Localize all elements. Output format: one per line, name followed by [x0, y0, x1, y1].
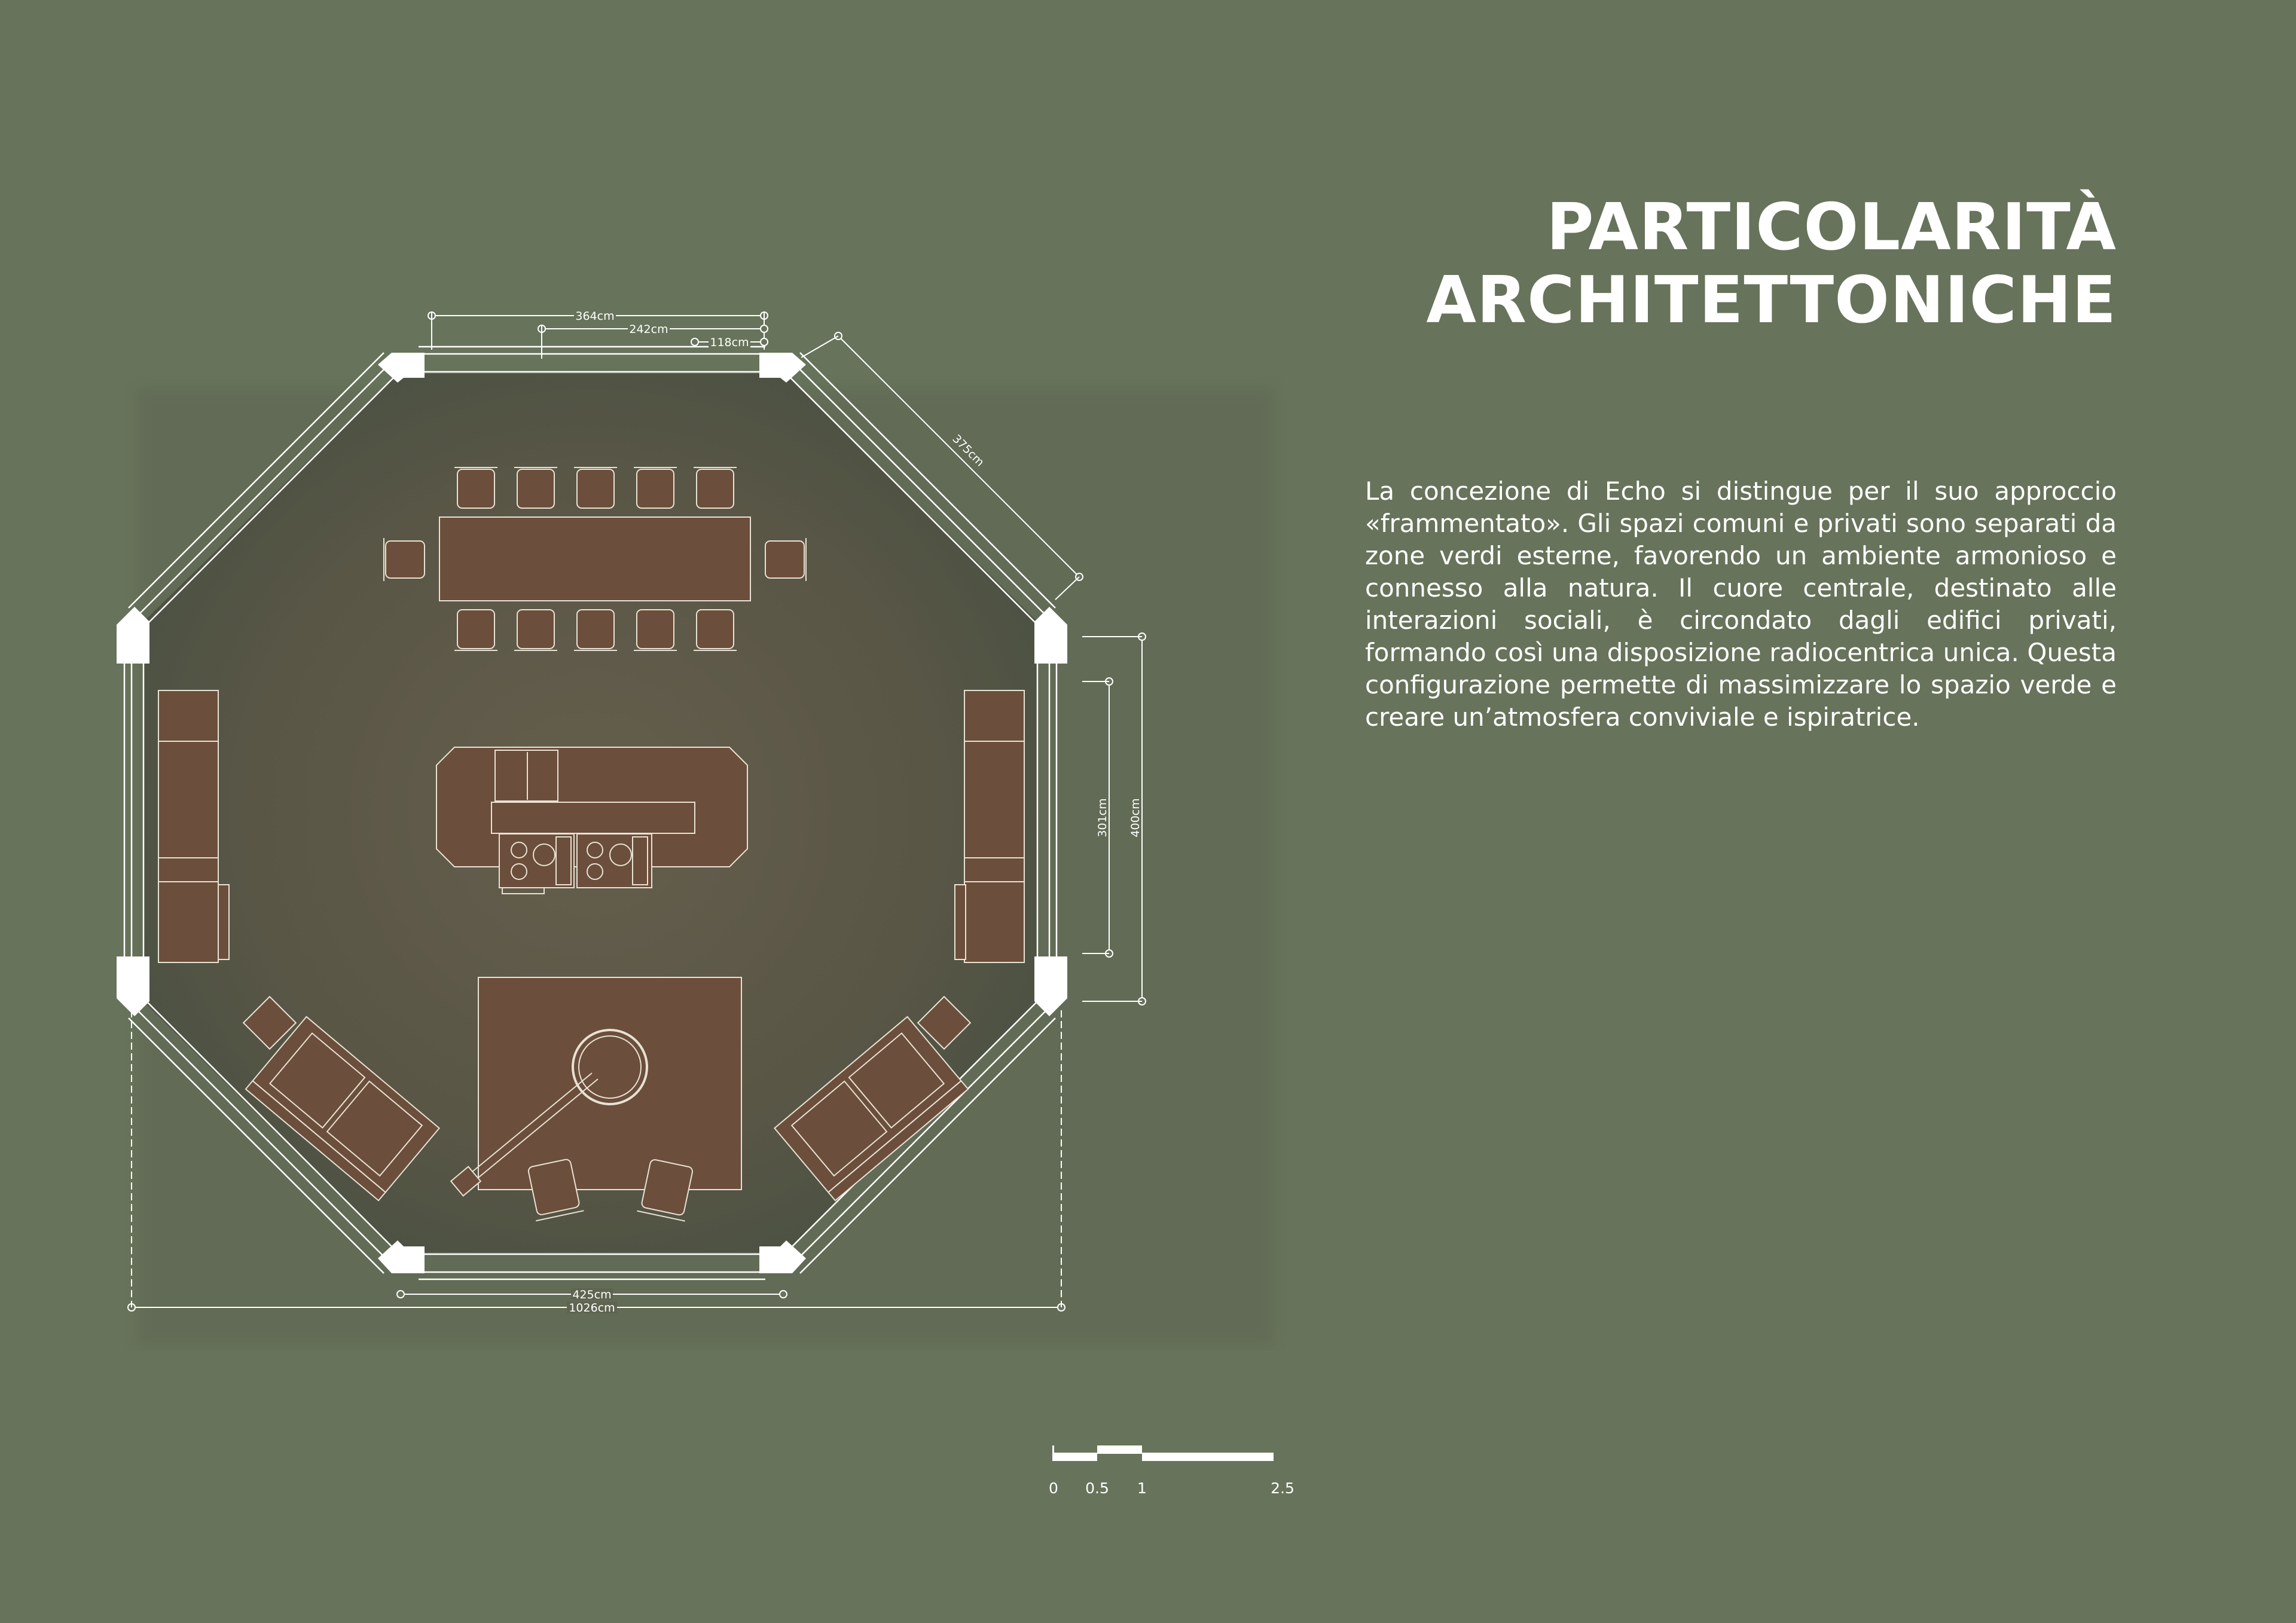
corner-columns — [117, 353, 1067, 1273]
page-title: PARTICOLARITÀ ARCHITETTONICHE — [1280, 191, 2117, 337]
sofa-left — [158, 690, 230, 963]
walls — [123, 346, 1058, 1280]
sofa-right — [954, 690, 1025, 963]
dim-right-outer: 400cm — [1129, 798, 1142, 837]
dining-chairs-top — [454, 467, 737, 509]
scale-bar: 0 0.5 1 2.5 — [1040, 1435, 1303, 1512]
dim-right-inner: 301cm — [1096, 798, 1109, 837]
kitchen-island — [436, 747, 748, 894]
living-area — [242, 977, 972, 1222]
dim-top-inner: 118cm — [710, 336, 749, 349]
scale-label-0-5: 0.5 — [1085, 1480, 1109, 1497]
scale-label-2-5: 2.5 — [1271, 1480, 1294, 1497]
dim-top-mid: 242cm — [629, 323, 668, 336]
title-line-1: PARTICOLARITÀ — [1546, 190, 2117, 265]
title-line-2: ARCHITETTONICHE — [1426, 263, 2117, 338]
dining-chairs-bottom — [454, 609, 737, 651]
dim-top-outer: 364cm — [575, 310, 614, 323]
dim-bottom-inner: 425cm — [572, 1288, 611, 1301]
dining-table — [439, 516, 751, 601]
scale-label-0: 0 — [1049, 1480, 1058, 1497]
floor-plan: 364cm 242cm 118cm 375cm 301cm 400cm 425c… — [66, 269, 1321, 1351]
dining-area — [383, 467, 807, 651]
dim-bottom-outer: 1026cm — [569, 1301, 615, 1315]
scale-label-1: 1 — [1137, 1480, 1147, 1497]
rug — [478, 977, 742, 1190]
description-paragraph: La concezione di Echo si distingue per i… — [1365, 476, 2117, 732]
scale-bar-graphic — [1052, 1445, 1274, 1461]
